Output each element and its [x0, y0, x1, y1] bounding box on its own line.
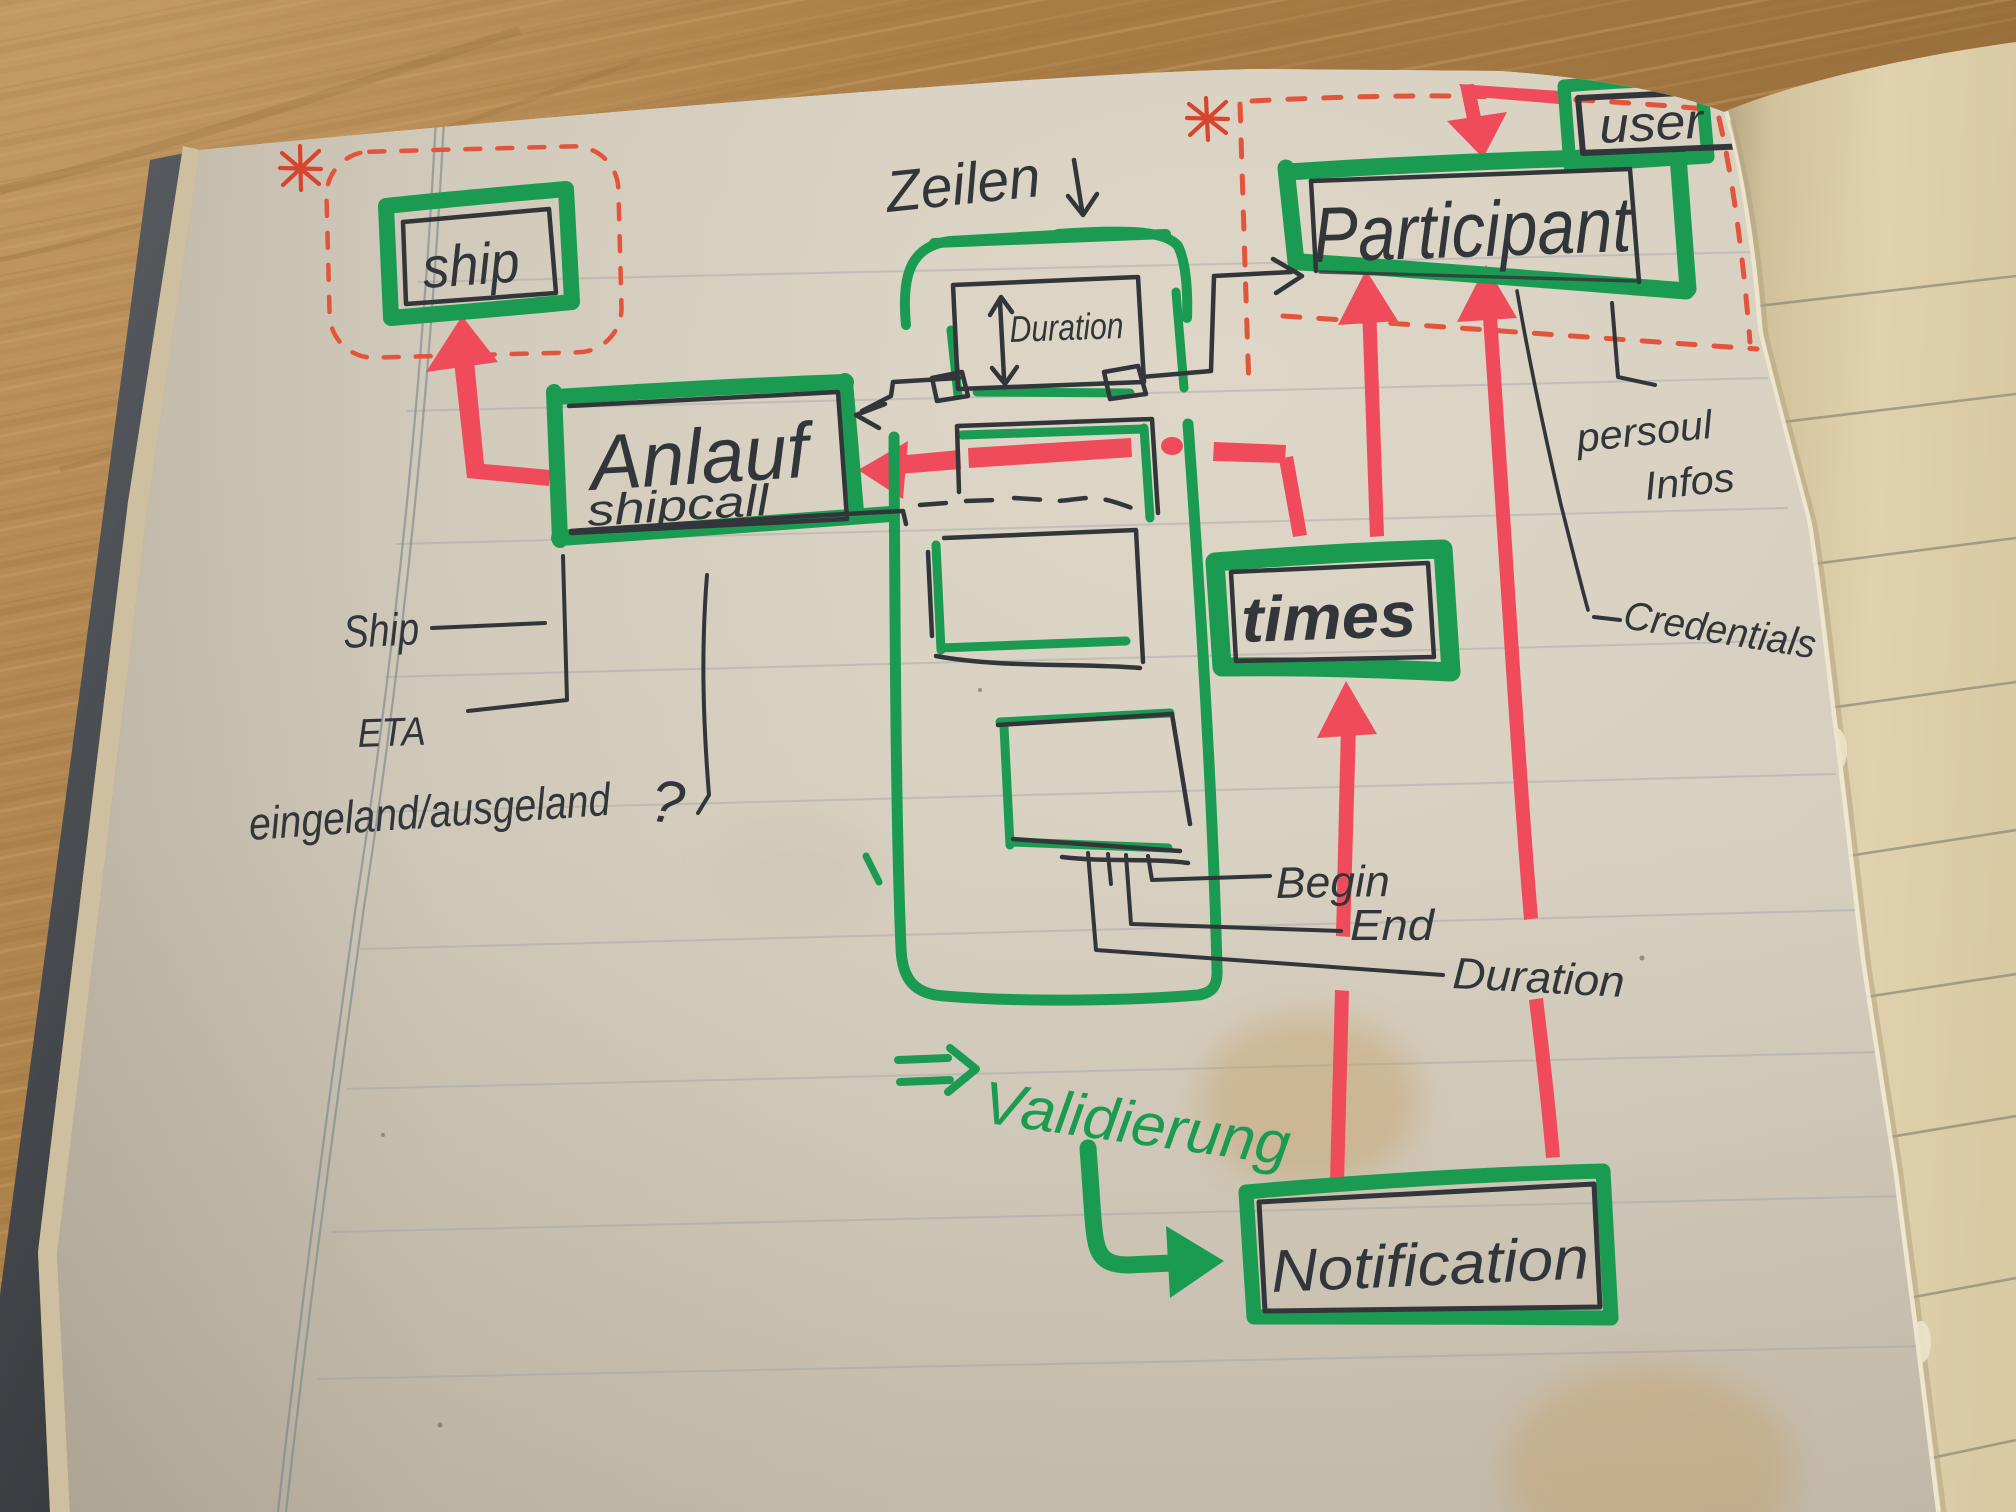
svg-text:Begin: Begin [1275, 857, 1390, 908]
svg-text:Infos: Infos [1642, 456, 1736, 509]
svg-text:Ship: Ship [342, 602, 421, 658]
svg-text:Participant: Participant [1312, 180, 1636, 279]
svg-text:ship: ship [420, 229, 521, 301]
svg-text:End: End [1350, 901, 1436, 950]
svg-text:shipcall: shipcall [586, 476, 772, 536]
svg-text:Duration: Duration [1009, 305, 1124, 350]
svg-text:user: user [1598, 92, 1707, 153]
svg-text:Notification: Notification [1270, 1224, 1591, 1305]
svg-text:Duration: Duration [1451, 949, 1625, 1007]
svg-text:Anlauf: Anlauf [584, 405, 818, 507]
svg-text:ETA: ETA [357, 710, 426, 756]
svg-text:times: times [1240, 578, 1417, 656]
